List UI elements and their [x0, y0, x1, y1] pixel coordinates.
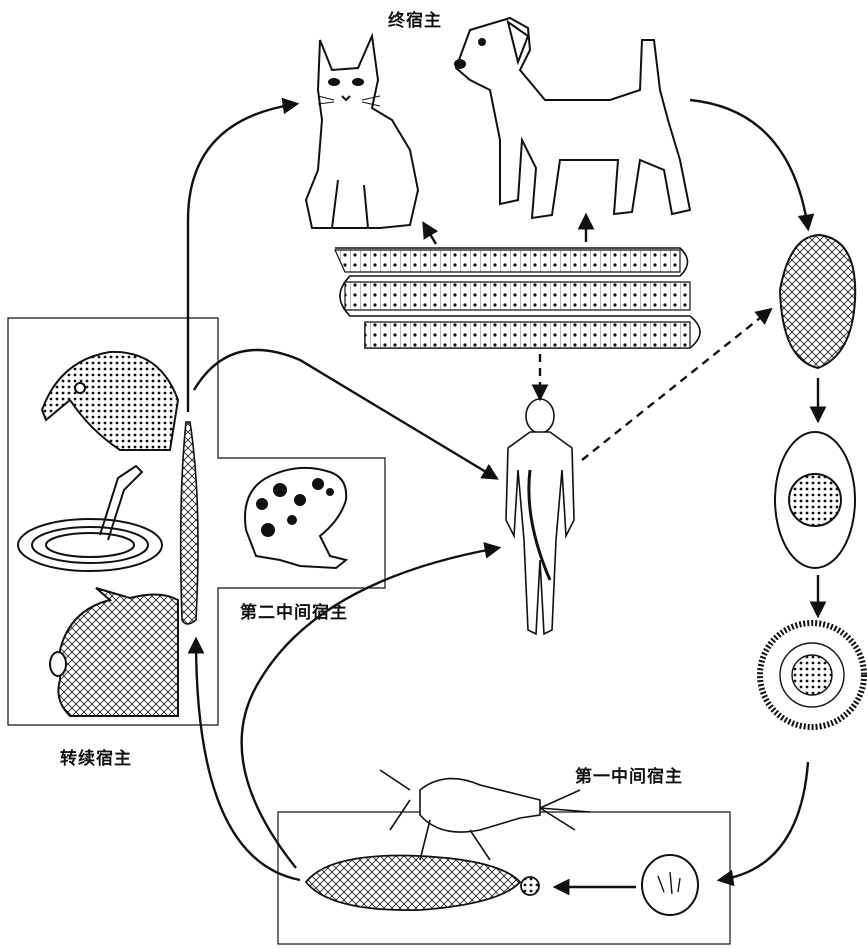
arrow-coracidium-to-water-egg	[720, 762, 808, 880]
cat-figure	[306, 36, 418, 228]
human-figure	[506, 399, 574, 634]
plerocercoid-larva	[181, 422, 198, 624]
egg-in-water	[642, 855, 698, 915]
label-final-host: 终宿主	[388, 6, 442, 31]
arrow-worm-to-cat	[424, 224, 436, 244]
pig-figure	[50, 588, 178, 716]
copepod-figure	[380, 770, 590, 860]
egg-embryonated	[775, 432, 855, 568]
arrow-dog-to-egg	[690, 100, 808, 228]
frog-figure	[245, 468, 346, 568]
arrow-larva-to-human	[194, 350, 496, 478]
procercoid-larva	[306, 856, 539, 911]
coracidium	[760, 623, 864, 727]
arrow-larva-to-final-host	[188, 104, 296, 412]
egg-unembryonated	[780, 235, 855, 368]
label-paratenic-host: 转续宿主	[60, 744, 132, 769]
snake-figure	[18, 466, 162, 571]
bird-head-figure	[42, 352, 178, 450]
arrow-procercoid-to-larva	[196, 640, 300, 880]
label-first-intermediate-host: 第一中间宿主	[575, 762, 683, 787]
label-second-intermediate-host: 第二中间宿主	[240, 598, 348, 623]
dog-figure	[455, 18, 690, 218]
adult-worm	[335, 248, 700, 348]
